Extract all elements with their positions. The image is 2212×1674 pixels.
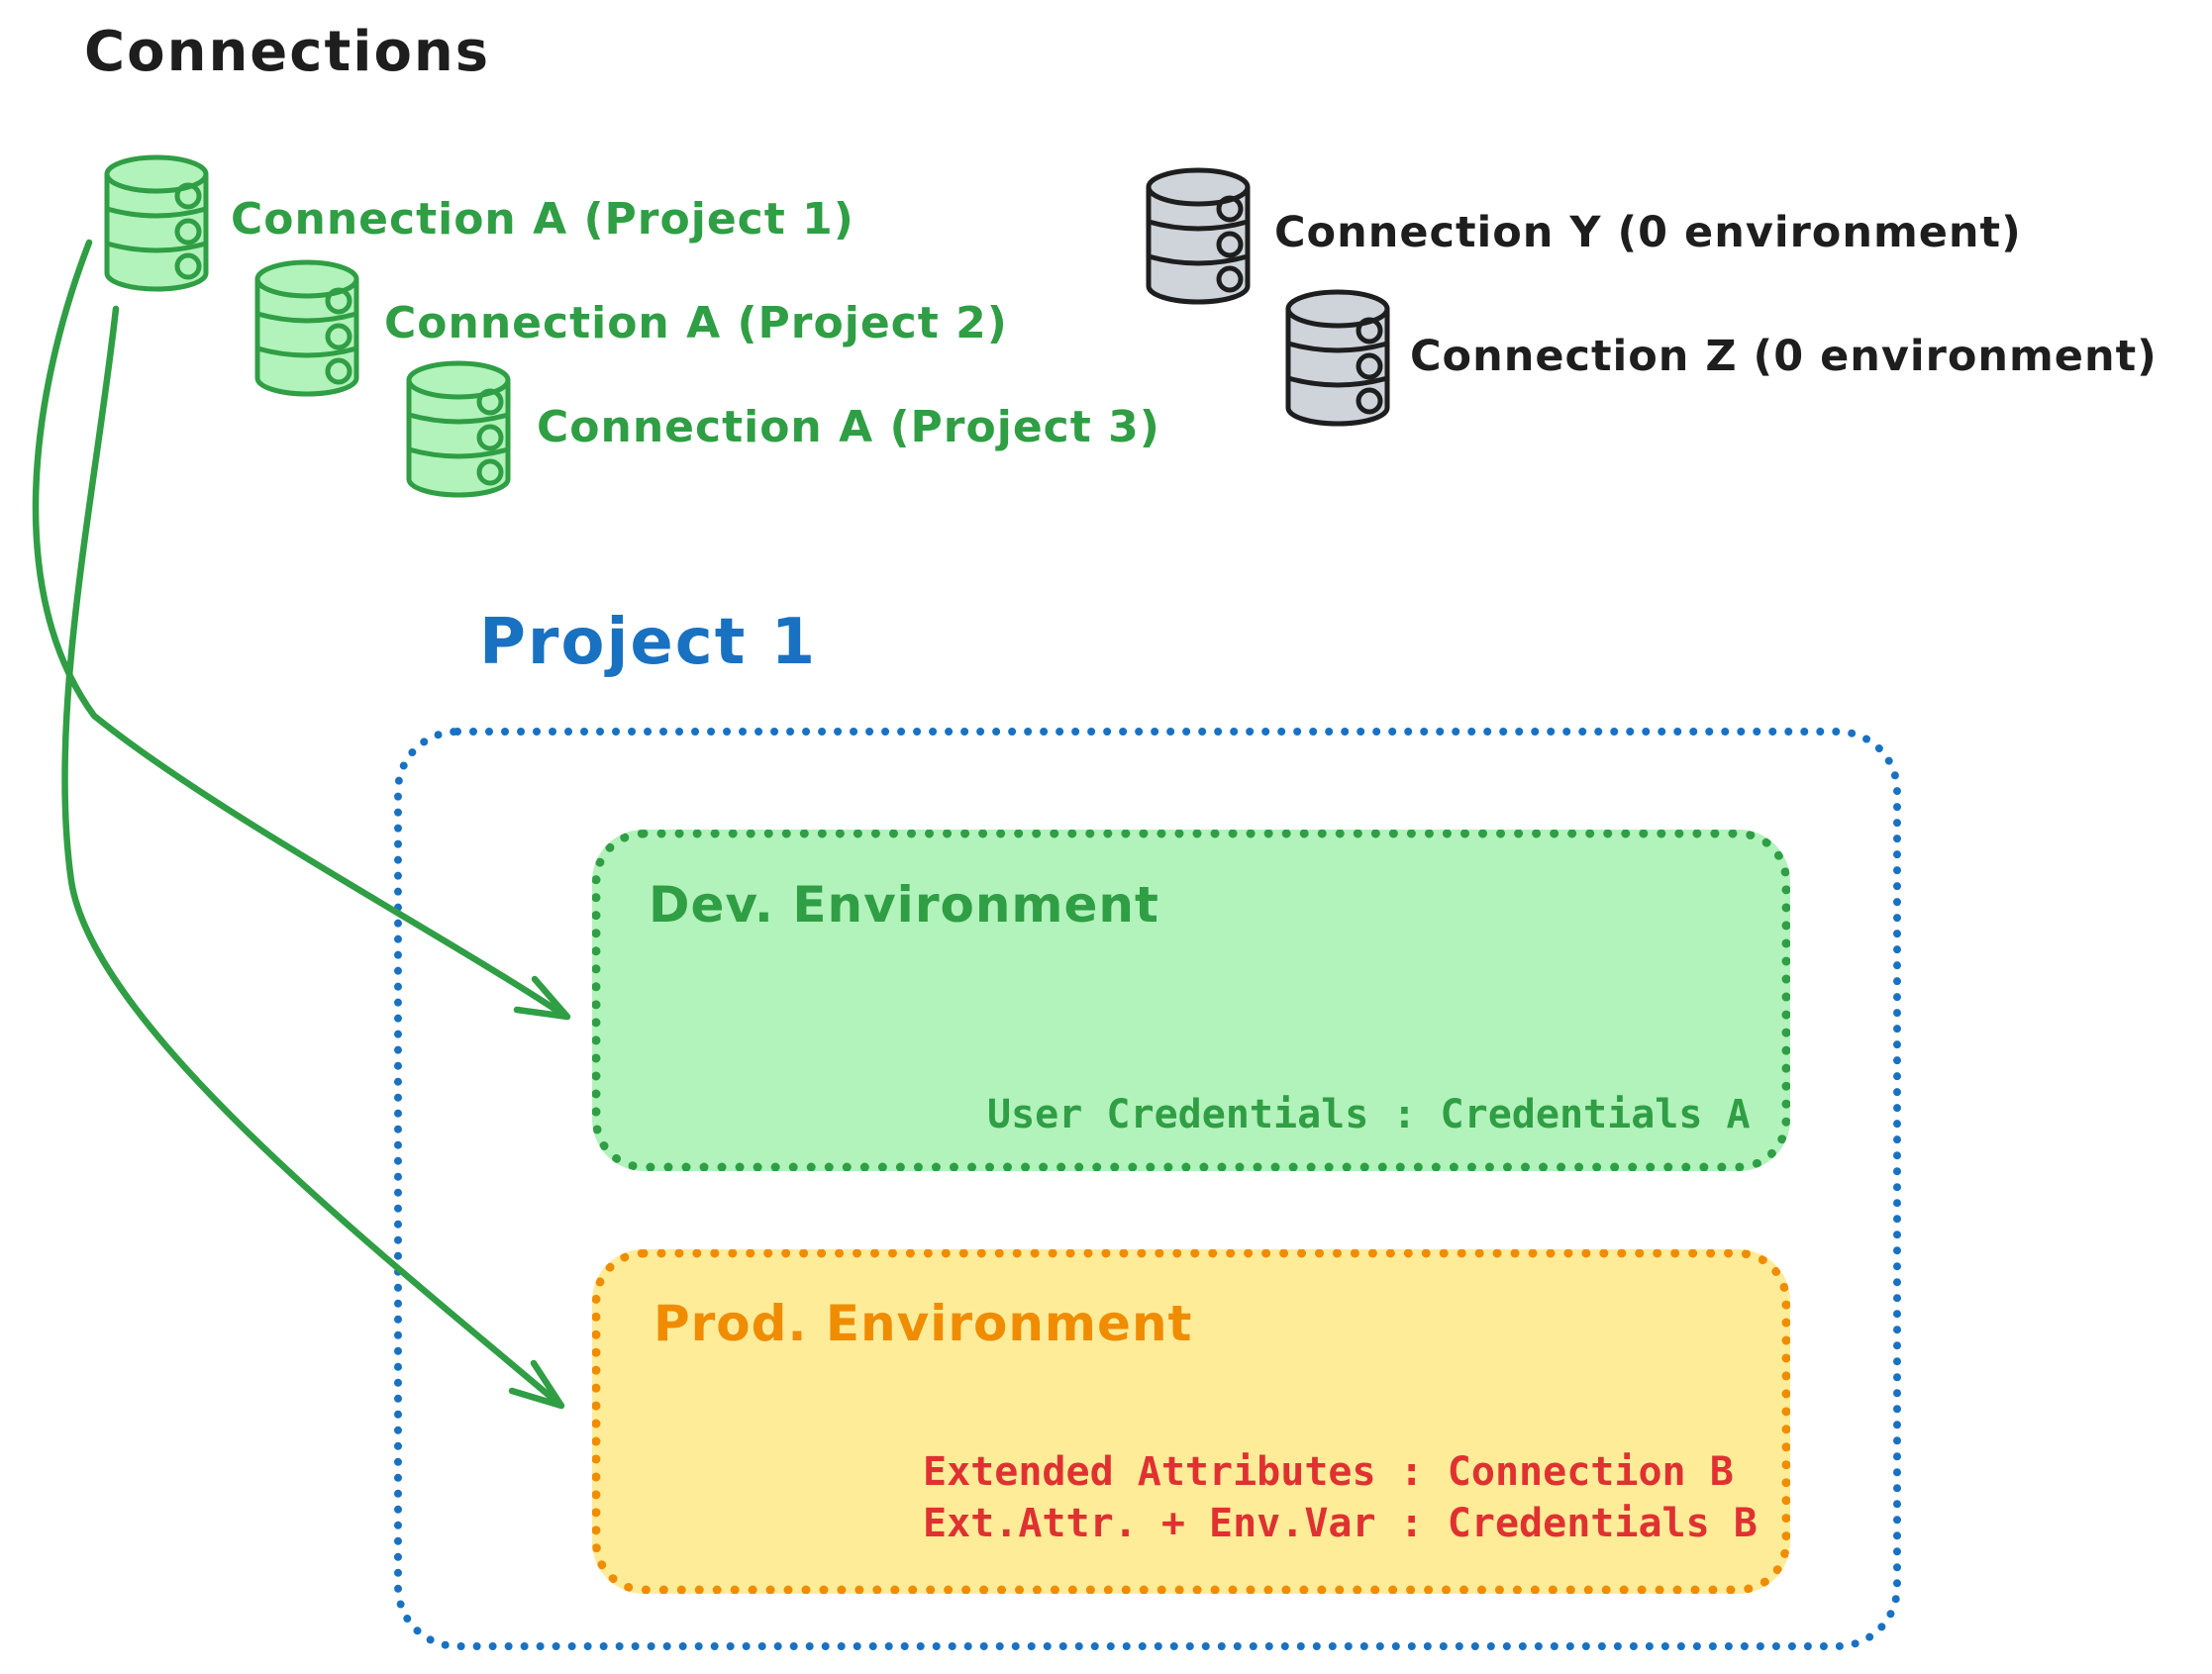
database-icon xyxy=(401,356,516,501)
connection-label: Connection A (Project 3) xyxy=(537,402,1160,452)
project-title: Project 1 xyxy=(479,606,818,679)
prod-credentials-mapping: Ext.Attr. + Env.Var : Credentials B xyxy=(923,1501,1758,1546)
dev-environment-box xyxy=(592,830,1790,1171)
database-icon xyxy=(99,150,214,295)
dev-credentials-mapping: User Credentials : Credentials A xyxy=(987,1092,1751,1137)
database-icon xyxy=(1280,285,1395,430)
connection-label: Connection Y (0 environment) xyxy=(1274,208,2022,257)
diagram-title: Connections xyxy=(84,20,491,84)
connection-label: Connection A (Project 2) xyxy=(384,298,1008,348)
prod-attributes-mapping: Extended Attributes : Connection B xyxy=(923,1449,1734,1495)
connection-label: Connection A (Project 1) xyxy=(231,194,855,245)
connection-label: Connection Z (0 environment) xyxy=(1410,332,2158,381)
database-icon xyxy=(250,255,364,400)
dev-environment-title: Dev. Environment xyxy=(649,876,1159,934)
prod-environment-box xyxy=(592,1249,1790,1594)
prod-environment-title: Prod. Environment xyxy=(654,1295,1193,1352)
database-icon xyxy=(1141,163,1256,308)
